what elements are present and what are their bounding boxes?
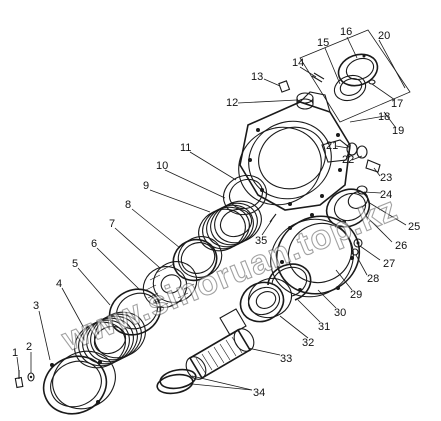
callout-label: 20: [378, 30, 390, 42]
part-breather: [296, 92, 314, 110]
callout-label: 8: [125, 199, 131, 211]
part-snap-ring: [267, 263, 312, 301]
part-side-fittings: [346, 142, 381, 173]
part-o-rings: [156, 368, 197, 395]
callout-label: 17: [391, 98, 403, 110]
callout-label: 25: [408, 221, 420, 233]
callout-label: 3: [33, 300, 39, 312]
part-flange: [270, 213, 361, 298]
callout-label: 31: [318, 321, 330, 333]
callout-label: 14: [292, 57, 304, 69]
callout-label: 35: [255, 235, 267, 247]
part-pin: [311, 72, 325, 83]
part-dowel: [269, 213, 277, 223]
callout-label: 28: [367, 273, 379, 285]
callout-label: 29: [350, 289, 362, 301]
callout-label: 13: [251, 71, 263, 83]
part-plug: [278, 80, 291, 93]
callout-labels: 1 2 3 4 5 6 7 8 9 10 11 12 13 14 15 16 1…: [12, 26, 420, 399]
callout-label: 5: [72, 258, 78, 270]
callout-label: 2: [26, 341, 32, 353]
part-bolt: [14, 370, 24, 389]
part-shaft: [185, 308, 255, 380]
callout-label: 6: [91, 238, 97, 250]
callout-label: 12: [226, 97, 238, 109]
leader-lines: [16, 36, 407, 391]
callout-label: 9: [143, 180, 149, 192]
callout-label: 19: [392, 125, 404, 137]
part-gear: [142, 261, 198, 309]
callout-label: 11: [180, 142, 191, 154]
callout-label: 7: [109, 218, 115, 230]
part-bearing: [239, 277, 293, 323]
callout-label: 15: [317, 37, 329, 49]
callout-label: 16: [340, 26, 352, 38]
callout-label: 23: [380, 172, 392, 184]
callout-label: 30: [334, 307, 346, 319]
part-washer: [27, 372, 35, 382]
part-friction-discs: [198, 200, 262, 252]
callout-label: 24: [380, 189, 392, 201]
callout-label: 4: [56, 278, 62, 290]
callout-label: 22: [342, 154, 354, 166]
callout-label: 27: [383, 258, 395, 270]
part-springs: [74, 311, 146, 369]
part-pressure-ring: [222, 174, 268, 216]
callout-label: 32: [302, 337, 314, 349]
callout-label: 10: [156, 160, 168, 172]
callout-label: 18: [378, 111, 390, 123]
part-housing: [238, 91, 351, 211]
callout-label: 1: [12, 347, 18, 359]
callout-label: 34: [253, 387, 265, 399]
callout-label: 26: [395, 240, 407, 252]
callout-label: 21: [326, 140, 338, 152]
callout-label: 33: [280, 353, 292, 365]
